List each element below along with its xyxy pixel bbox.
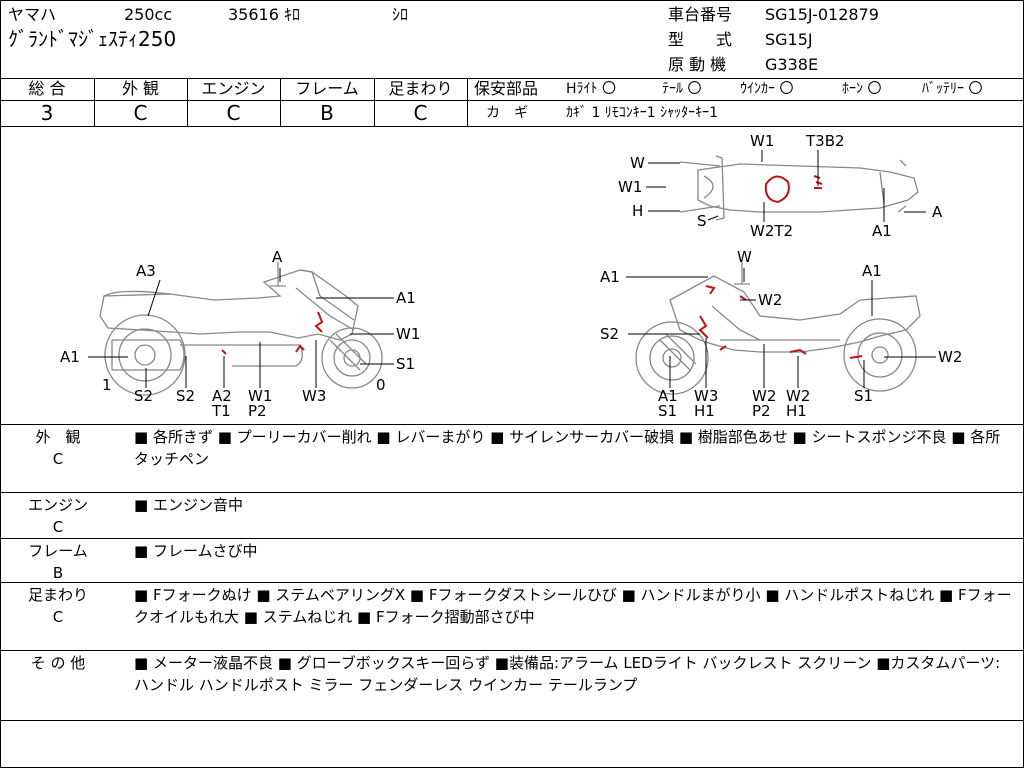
left-side-scooter-outline	[99, 262, 383, 396]
lbl-t-w1-left: W1	[618, 178, 642, 196]
grade-suspension-value: C	[413, 101, 428, 125]
safety-headlight: Hﾗｲﾄ 〇	[566, 81, 616, 97]
lbl-r-h1a: H1	[694, 402, 715, 420]
note-engine-text: ■ エンジン音中	[134, 496, 243, 514]
lbl-r-s1a: S1	[658, 402, 677, 420]
frame-value: SG15J-012879	[765, 5, 879, 24]
model-name: ｸﾞﾗﾝﾄﾞﾏｼﾞｪｽﾃｨ250	[8, 27, 177, 51]
type-label: 型 式	[668, 30, 733, 49]
lbl-r-s1b: S1	[854, 387, 873, 405]
lbl-s2b: S2	[176, 387, 195, 405]
lbl-r-s2: S2	[600, 325, 619, 343]
lbl-num-0: 0	[376, 376, 386, 394]
note-frame-text: ■ フレームさび中	[134, 542, 258, 560]
lbl-p2: P2	[248, 402, 267, 420]
lbl-r-w2-right: W2	[938, 348, 962, 366]
engine-value: G338E	[765, 55, 819, 74]
note-suspension-text: ■ Fフォークぬけ ■ ステムベアリングX ■ Fフォークダストシールひび ■ …	[134, 586, 1012, 626]
grade-engine-label: エンジン	[201, 79, 266, 98]
lbl-t-t3b2: T3B2	[805, 132, 845, 150]
safety-battery-mark: 〇	[968, 81, 983, 97]
keys-value: ｶｷﾞ 1 ﾘﾓｺﾝｷｰ1 ｼｬｯﾀｰｷｰ1	[566, 105, 719, 121]
mileage: 35616 ｷﾛ	[228, 5, 300, 24]
note-exterior-text: ■ 各所きず ■ プーリーカバー削れ ■ レバーまがり ■ サイレンサーカバー破…	[134, 428, 1001, 468]
grade-suspension-label: 足まわり	[388, 79, 453, 98]
note-other-label: そ の 他	[30, 654, 86, 672]
lbl-r-h1b: H1	[786, 402, 807, 420]
grade-exterior-value: C	[133, 101, 148, 125]
lbl-r-w2: W2	[758, 291, 782, 309]
lbl-w1-right: W1	[396, 325, 420, 343]
top-view-labels: W1 T3B2 W W1 H S W2T2 A1 A	[618, 132, 943, 240]
lbl-t-w-left: W	[630, 154, 645, 172]
lbl-t-w1: W1	[750, 132, 774, 150]
safety-battery: ﾊﾞｯﾃﾘｰ 〇	[922, 81, 983, 97]
left-side-damage-marks	[221, 311, 324, 355]
frame-label: 車台番号	[668, 5, 733, 24]
lbl-a1-right: A1	[396, 289, 416, 307]
lbl-num-1: 1	[102, 376, 112, 394]
safety-taillight: ﾃｰﾙ 〇	[662, 81, 702, 97]
color: ｼﾛ	[392, 5, 409, 24]
left-side-labels: A3 A A1 W1 A1 S1 1 0 S2 S2 A2 T1 W1 P2 W…	[60, 248, 420, 420]
displacement: 250cc	[124, 5, 173, 24]
lbl-t-s: S	[697, 212, 707, 230]
grade-overall-label: 総 合	[28, 79, 66, 98]
lbl-s1-right: S1	[396, 355, 415, 373]
lbl-r-w3: W3	[694, 387, 718, 405]
keys-label: カ ギ	[486, 105, 528, 121]
grade-frame-value: B	[320, 101, 334, 125]
grade-engine-value: C	[226, 101, 241, 125]
lbl-a-top: A	[272, 248, 283, 266]
lbl-a2: A2	[212, 387, 232, 405]
damage-diagram: A3 A A1 W1 A1 S1 1 0 S2 S2 A2 T1 W1 P2 W…	[60, 132, 962, 420]
safety-taillight-mark: 〇	[687, 81, 702, 97]
safety-horn: ﾎｰﾝ 〇	[842, 81, 882, 97]
lbl-r-w-top: W	[737, 248, 752, 266]
lbl-t1: T1	[211, 402, 231, 420]
lbl-s2a: S2	[134, 387, 153, 405]
safety-headlight-mark: 〇	[601, 81, 616, 97]
lbl-w1-bottom: W1	[248, 387, 272, 405]
lbl-w3: W3	[302, 387, 326, 405]
safety-label: 保安部品	[474, 79, 539, 98]
grade-frame-label: フレーム	[295, 79, 359, 98]
engine-label: 原 動 機	[668, 55, 727, 74]
right-side-labels: A1 W W2 A1 S2 W2 A1 S1 W3 H1 W2 P2 W2 H1…	[600, 248, 962, 420]
lbl-r-a1: A1	[658, 387, 678, 405]
lbl-r-a1-top: A1	[600, 268, 620, 286]
lbl-a1-left: A1	[60, 348, 80, 366]
safety-horn-mark: 〇	[867, 81, 882, 97]
leader-lines	[88, 150, 936, 388]
lbl-t-w2t2: W2T2	[750, 222, 793, 240]
lbl-t-a-right: A	[932, 203, 943, 221]
right-side-damage-marks	[698, 285, 863, 359]
top-view-damage-marks	[764, 175, 823, 204]
lbl-r-a1-tr: A1	[862, 262, 882, 280]
lbl-t-a1: A1	[872, 222, 892, 240]
lbl-r-w2b: W2	[786, 387, 810, 405]
maker: ヤマハ	[8, 5, 57, 24]
lbl-a3: A3	[136, 262, 156, 280]
lbl-r-p2: P2	[752, 402, 771, 420]
grade-exterior-label: 外 観	[121, 79, 160, 98]
safety-winker-mark: 〇	[779, 81, 794, 97]
grade-overall-value: 3	[40, 101, 54, 125]
safety-winker: ｳｲﾝｶｰ 〇	[740, 81, 794, 97]
lbl-r-w2a: W2	[752, 387, 776, 405]
type-value: SG15J	[765, 30, 813, 49]
right-side-scooter-outline	[635, 262, 921, 395]
lbl-t-h-left: H	[632, 202, 643, 220]
top-view-scooter-outline	[679, 155, 919, 221]
note-other-text: ■ メーター液晶不良 ■ グローブボックスキー回らず ■装備品:アラーム LED…	[134, 654, 1001, 694]
